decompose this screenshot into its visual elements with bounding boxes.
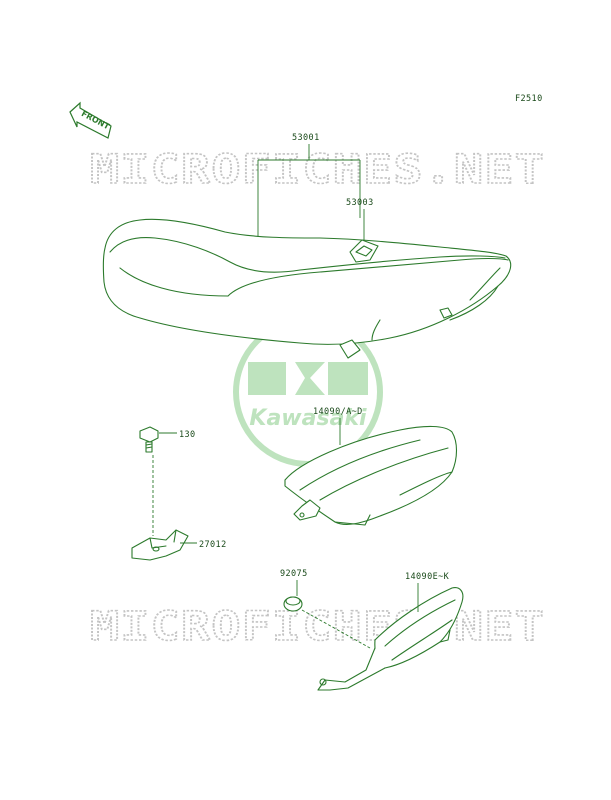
part-label-53003: 53003 (346, 198, 374, 208)
watermark-bottom: MICROFICHES.NET (90, 604, 545, 650)
seat-drawing (102, 218, 512, 359)
logo-text: Kawasaki (249, 406, 367, 431)
bolt-drawing (139, 426, 159, 453)
part-label-14090e-k: 14090E~K (405, 572, 450, 582)
part-label-27012: 27012 (199, 540, 227, 550)
leader-53001 (257, 144, 361, 237)
front-arrow-icon: FRONT (69, 101, 112, 139)
dash-92075 (301, 609, 371, 649)
grommet-drawing (283, 596, 303, 612)
bracket-drawing (131, 529, 189, 561)
part-label-92075: 92075 (280, 569, 308, 579)
tail-cover-drawing (317, 587, 464, 691)
seat-tag-drawing (349, 239, 379, 263)
side-cover-drawing (284, 425, 458, 526)
part-label-53001: 53001 (292, 133, 320, 143)
watermark-top: MICROFICHES.NET (90, 147, 545, 193)
figure-code: F2510 (515, 94, 543, 104)
part-label-130: 130 (179, 430, 196, 440)
part-label-14090-a-d: 14090/A~D (313, 407, 363, 417)
